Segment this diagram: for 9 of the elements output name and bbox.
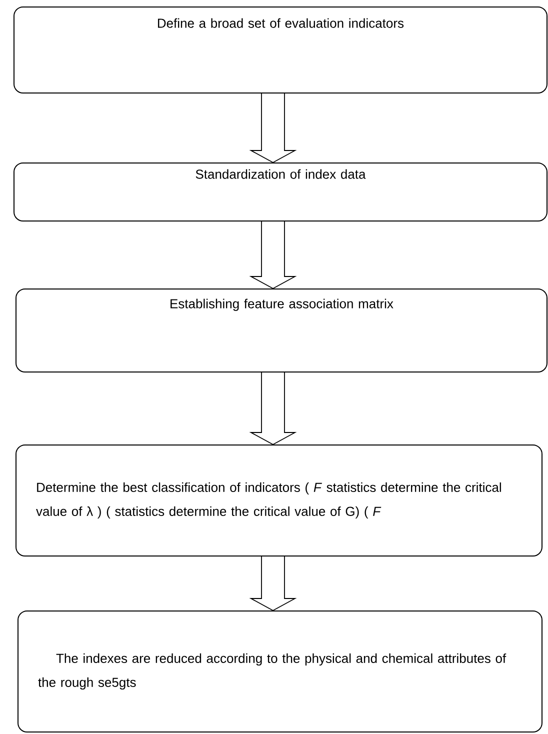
process-box: Determine the best classification of indicators ( F statistics determine the critical value of λ ) ( statistics determine the critical value of G) ( F [16, 444, 542, 556]
block-arrow [249, 221, 297, 289]
block-arrow [249, 372, 297, 445]
block-arrow [249, 93, 297, 164]
process-box: The indexes are reduced according to the physical and chemical attributes of the rough se5gts [18, 610, 542, 732]
process-box: Standardization of index data [14, 162, 548, 222]
process-box: Define a broad set of evaluation indicators [14, 6, 548, 94]
process-box: Establishing feature association matrix [16, 288, 548, 372]
block-arrow [249, 556, 297, 611]
